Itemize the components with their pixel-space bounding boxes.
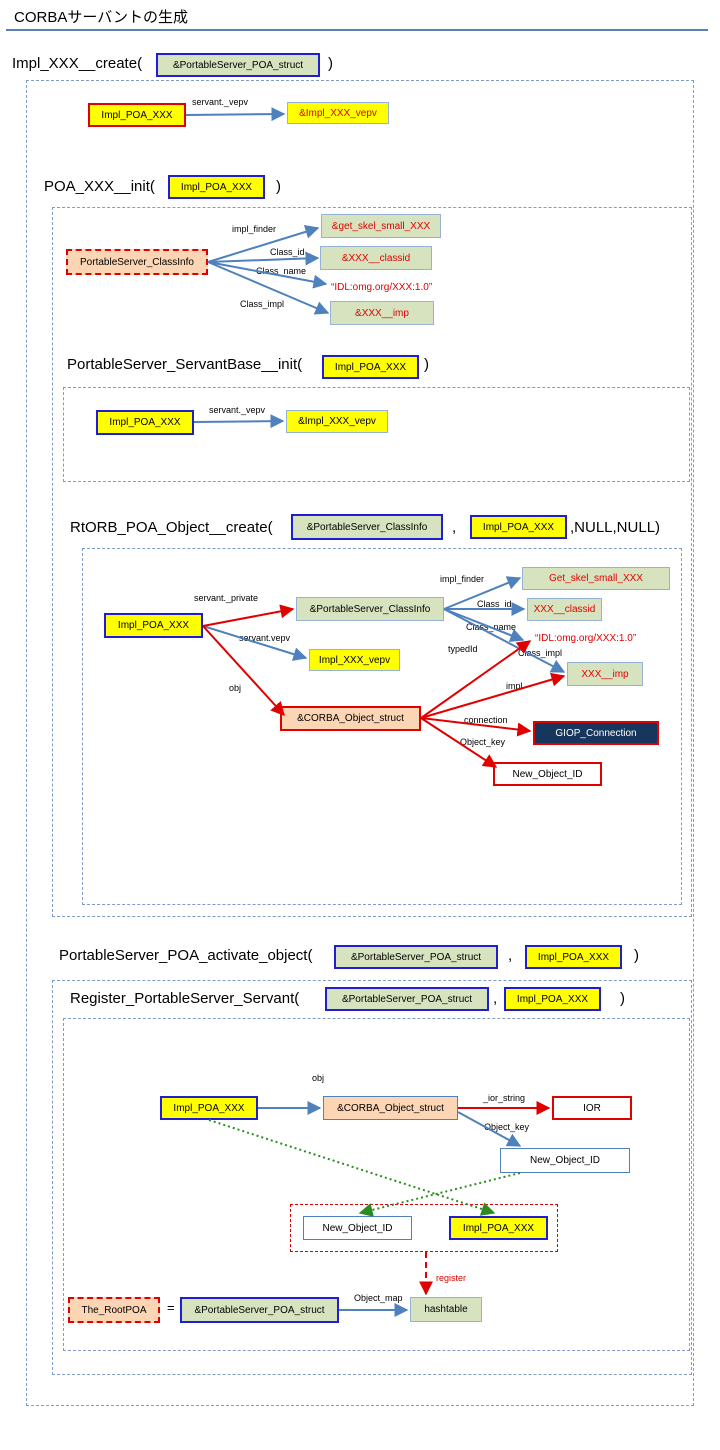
target-get-skel: &get_skel_small_XXX — [321, 214, 441, 238]
box-corba-object-2: &CORBA_Object_struct — [323, 1096, 458, 1120]
heading-suffix: ) — [328, 55, 333, 72]
label-register: register — [436, 1273, 467, 1283]
heading-poa-init: POA_XXX__init( — [44, 178, 155, 195]
frame-servantbase-init — [63, 387, 690, 482]
box-impl-vepv: &Impl_XXX_vepv — [287, 102, 389, 124]
frame-object-create — [82, 548, 682, 905]
label-impl-finder-2: impl_finder — [440, 574, 485, 584]
box-ior: IOR — [552, 1096, 632, 1120]
label-impl: impl — [506, 681, 523, 691]
heading-activate-comma: , — [508, 947, 513, 964]
heading-prefix: Impl_XXX__create( — [12, 55, 143, 72]
frame-register-servant — [63, 1018, 690, 1351]
label-object-key: Object_key — [460, 737, 506, 747]
box-get-skel: Get_skel_small_XXX — [522, 567, 670, 590]
box-imp: XXX__imp — [567, 662, 643, 686]
box-hashtable: hashtable — [410, 1297, 482, 1322]
box-pair-impl-poa-xxx: Impl_POA_XXX — [449, 1216, 548, 1240]
label-servant-vepv-2: servant._vepv — [209, 405, 266, 415]
heading-activate-suffix: ) — [634, 947, 639, 964]
label-object-map: Object_map — [354, 1293, 403, 1303]
heading-servantbase-suffix: ) — [424, 356, 429, 373]
arg-poa-struct-3: &PortableServer_POA_struct — [325, 987, 489, 1011]
heading-object-create-suffix: ,NULL,NULL) — [570, 519, 661, 536]
box-classinfo: PortableServer_ClassInfo — [66, 249, 208, 275]
box-classid: XXX__classid — [527, 598, 602, 621]
label-ior-string: _ior_string — [483, 1093, 526, 1103]
title-rule — [6, 29, 708, 31]
arg-poa-struct: &PortableServer_POA_struct — [156, 53, 320, 77]
box-new-object-id-2: New_Object_ID — [500, 1148, 630, 1173]
label-object-key-2: Object_key — [484, 1122, 530, 1132]
box-impl-poa-xxx-5: Impl_POA_XXX — [104, 613, 203, 638]
box-impl-poa-xxx-3: Impl_POA_XXX — [96, 410, 194, 435]
heading-register-comma: , — [493, 990, 498, 1007]
heading-object-create-comma: , — [452, 519, 457, 536]
label-class-name-2: Class_name — [466, 622, 517, 632]
heading-register-suffix: ) — [620, 990, 625, 1007]
box-impl-vepv-3: Impl_XXX_vepv — [309, 649, 400, 671]
target-classid: &XXX__classid — [320, 246, 432, 270]
heading-impl-create: Impl_XXX__create( — [12, 55, 142, 72]
label-servant-vepv: servant._vepv — [192, 97, 249, 107]
heading-register-servant: Register_PortableServer_Servant( — [70, 990, 300, 1007]
arg-impl-poa-xxx-2: Impl_POA_XXX — [322, 355, 419, 379]
box-impl-poa-xxx-8: Impl_POA_XXX — [160, 1096, 258, 1120]
label-obj-2: obj — [312, 1073, 325, 1083]
label-class-name: Class_name — [256, 266, 307, 276]
label-obj: obj — [229, 683, 242, 693]
heading-poa-init-suffix: ) — [276, 178, 281, 195]
label-impl-finder: impl_finder — [232, 224, 277, 234]
target-imp: &XXX__imp — [330, 301, 434, 325]
page-title: CORBAサーバントの生成 — [14, 9, 188, 26]
label-connection: connection — [464, 715, 508, 725]
heading-servantbase-init: PortableServer_ServantBase__init( — [67, 356, 303, 373]
box-impl-poa-xxx: Impl_POA_XXX — [88, 103, 186, 127]
box-giop-connection: GIOP_Connection — [533, 721, 659, 745]
box-corba-object: &CORBA_Object_struct — [280, 706, 421, 731]
box-pair-new-object-id: New_Object_ID — [303, 1216, 412, 1240]
box-poa-struct: &PortableServer_POA_struct — [180, 1297, 339, 1323]
equals-sign: = — [167, 1300, 175, 1315]
label-typedid: typedId — [448, 644, 478, 654]
label-class-impl-2: Class_impl — [518, 648, 563, 658]
arg-impl-poa-xxx: Impl_POA_XXX — [168, 175, 265, 199]
frame-activate-object — [52, 980, 692, 1375]
box-impl-vepv-2: &Impl_XXX_vepv — [286, 410, 388, 433]
label-class-impl: Class_impl — [240, 299, 285, 309]
arg-impl-poa-xxx-4: Impl_POA_XXX — [470, 515, 567, 539]
box-new-object-id: New_Object_ID — [493, 762, 602, 786]
arg-classinfo: &PortableServer_ClassInfo — [291, 514, 443, 540]
arg-impl-poa-xxx-7: Impl_POA_XXX — [504, 987, 601, 1011]
box-root-poa: The_RootPOA — [68, 1297, 160, 1323]
text-idl: “IDL:omg.org/XXX:1.0” — [535, 633, 637, 644]
arg-impl-poa-xxx-6: Impl_POA_XXX — [525, 945, 622, 969]
frame-impl-create — [26, 80, 694, 1406]
label-servant-vepv-3: servant.vepv — [239, 633, 291, 643]
box-classinfo-2: &PortableServer_ClassInfo — [296, 597, 444, 621]
arg-poa-struct-2: &PortableServer_POA_struct — [334, 945, 498, 969]
heading-activate-object: PortableServer_POA_activate_object( — [59, 947, 313, 964]
heading-object-create: RtORB_POA_Object__create( — [70, 519, 273, 536]
label-class-id-2: Class_id — [477, 599, 512, 609]
target-idl: “IDL:omg.org/XXX:1.0” — [331, 282, 433, 293]
label-servant-private: servant._private — [194, 593, 259, 603]
label-class-id: Class_id — [270, 247, 305, 257]
frame-poa-init — [52, 207, 692, 917]
